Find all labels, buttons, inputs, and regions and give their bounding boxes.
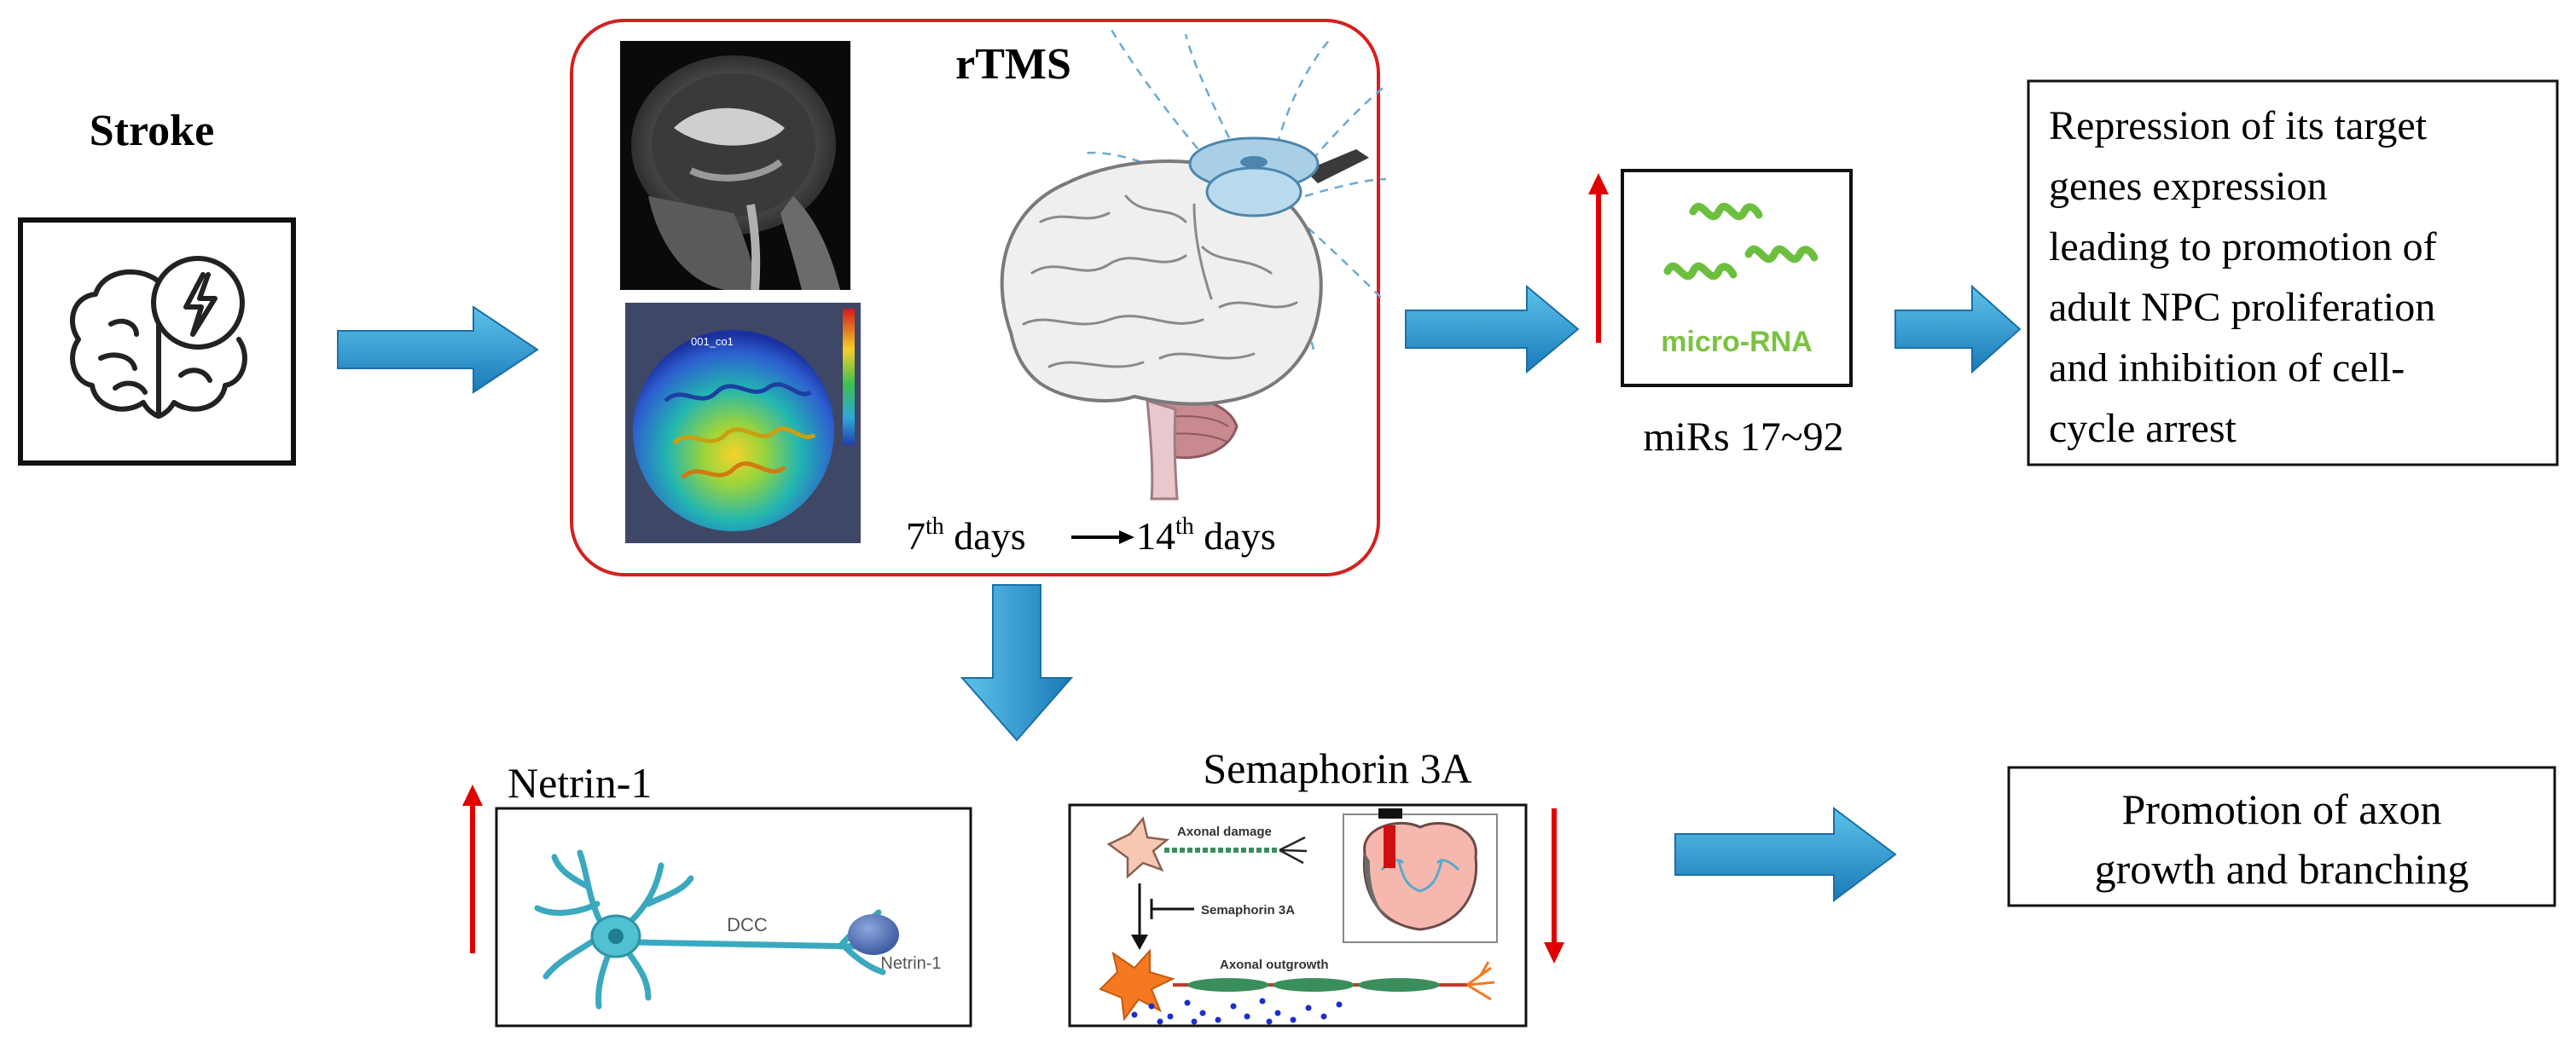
timeline-end-word: days (1194, 514, 1276, 558)
mri-sagittal-image (620, 41, 850, 291)
outcome-top-line: adult NPC proliferation (2049, 285, 2435, 330)
timeline-start-number: 7 (906, 514, 925, 558)
outcome-top-text: Repression of its target genes expressio… (2049, 103, 2437, 451)
tms-brain-illustration (1000, 25, 1387, 501)
coronal-brain-section (1343, 808, 1498, 943)
flow-arrow-4 (1674, 807, 1897, 902)
semaphorin-down-arrow (1544, 808, 1564, 964)
stroke-label: Stroke (90, 107, 214, 155)
outcome-top-line: genes expression (2049, 164, 2328, 209)
flow-arrow-2 (1405, 284, 1580, 374)
netrin-title: Netrin-1 (508, 759, 652, 807)
damaged-neuron: Axonal damage (1106, 816, 1308, 879)
rtms-timeline-end: 14th days (1136, 513, 1276, 558)
rtms-title: rTMS (955, 40, 1071, 89)
semaphorin-title: Semaphorin 3A (1203, 744, 1471, 792)
netrin-panel (495, 807, 972, 1028)
dcc-label: DCC (727, 914, 768, 935)
brain-activity-map: 001_co1 (625, 303, 861, 543)
mirna-caption: miRs 17~92 (1643, 414, 1843, 460)
flow-arrow-3 (1894, 284, 2022, 374)
axonal-outgrowth-label: Axonal outgrowth (1220, 958, 1329, 972)
timeline-end-suffix: th (1175, 513, 1194, 540)
outcome-top-line: leading to promotion of (2049, 224, 2437, 269)
flow-arrow-1 (337, 305, 539, 394)
rtms-timeline: 7th days (906, 513, 1026, 558)
blue-dots (1131, 998, 1343, 1025)
mirna-box (1621, 169, 1853, 387)
outcome-top-box (2027, 79, 2559, 466)
timeline-start-word: days (944, 514, 1026, 558)
timeline-arrow (1071, 530, 1134, 544)
outcome-bottom-line: growth and branching (2095, 845, 2469, 893)
stroke-icon-box (18, 217, 296, 466)
inhibition-arrow: Semaphorin 3A (1131, 883, 1295, 950)
outcome-top-line: and inhibition of cell- (2049, 345, 2405, 391)
outcome-bottom-box (2007, 766, 2556, 907)
axonal-damage-label: Axonal damage (1177, 825, 1272, 839)
map-label: 001_co1 (691, 335, 734, 348)
brain-lightning-icon (70, 256, 247, 419)
outcome-top-line: Repression of its target (2049, 103, 2428, 148)
mirna-label: micro-RNA (1661, 326, 1813, 358)
netrin-up-arrow (462, 785, 483, 953)
outcome-top-line: cycle arrest (2049, 406, 2237, 451)
outcome-bottom-line: Promotion of axon (2122, 785, 2442, 833)
netrin-ligand (848, 914, 899, 955)
timeline-end-number: 14 (1136, 514, 1175, 558)
netrin-ligand-label: Netrin-1 (880, 954, 941, 973)
neuron-nucleus (608, 929, 624, 944)
flow-arrow-down (960, 584, 1074, 742)
timeline-start-suffix: th (925, 513, 944, 540)
regrowing-neuron: Axonal outgrowth (1099, 948, 1495, 1025)
mirna-up-arrow (1588, 173, 1609, 343)
semaphorin-inhibitor-label: Semaphorin 3A (1201, 903, 1295, 918)
mirna-squiggles (1663, 202, 1819, 281)
